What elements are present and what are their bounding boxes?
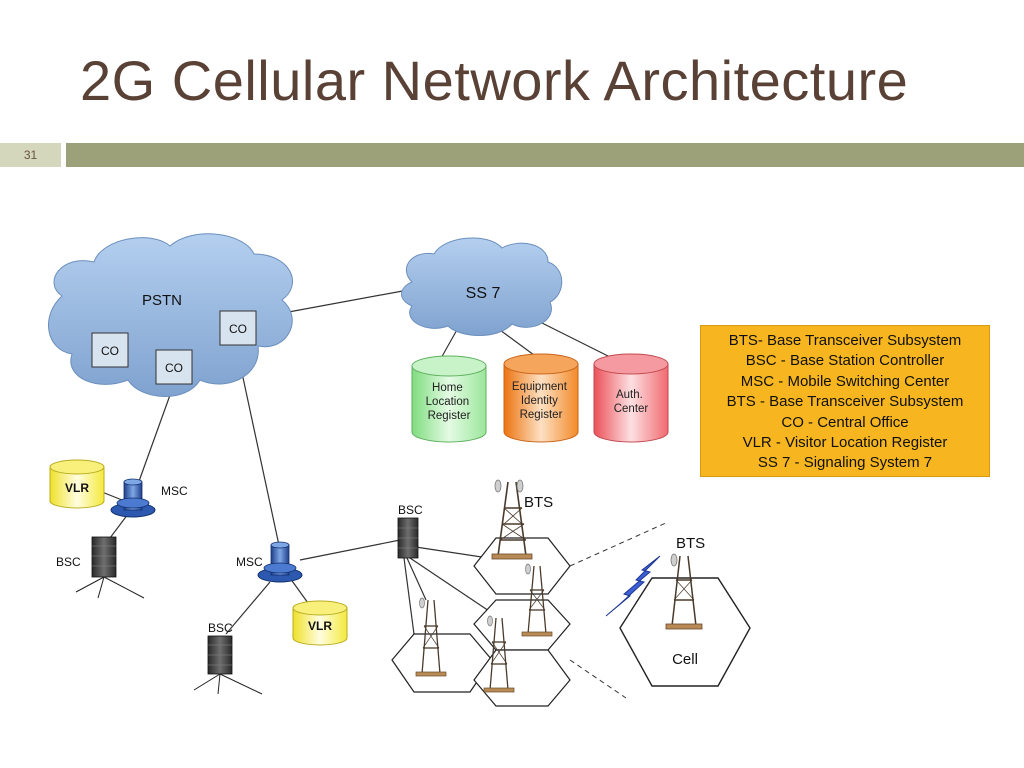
hlr-label-line: Home: [432, 382, 463, 394]
bsc-label: BSC: [208, 621, 233, 635]
auth-center-db: Auth. Center: [593, 353, 669, 443]
msc-label: MSC: [236, 555, 263, 569]
link-msc2-bsc3: [225, 581, 271, 635]
vlr-label: VLR: [308, 619, 332, 633]
legend-box: BTS- Base Transceiver Subsystem BSC - Ba…: [700, 325, 990, 477]
cell-hexagon-zoomed: Cell: [619, 577, 751, 687]
hlr-label-line: Register: [428, 410, 471, 422]
bsc-unit-3: BSC: [193, 621, 263, 695]
ss7-cloud: SS 7: [401, 237, 563, 336]
link-msc2-bsc2: [299, 539, 401, 561]
slide-number-box: [0, 143, 61, 167]
bts-tower-zoomed: [665, 553, 703, 630]
legend-line: BSC - Base Station Controller: [745, 352, 945, 370]
eir-label-line: Register: [520, 409, 563, 421]
slide-number: 31: [23, 148, 38, 162]
slide-title: 2G Cellular Network Architecture: [80, 49, 909, 112]
central-office-1: CO: [91, 332, 129, 368]
link-msc2-vlr2: [289, 577, 309, 604]
bts-tower-small-3: [483, 615, 515, 693]
bsc-unit-2: BSC: [397, 503, 423, 559]
link-co3-msc2: [235, 344, 281, 551]
legend-line: SS 7 - Signaling System 7: [757, 454, 933, 472]
link-msc1-bsc1: [109, 513, 129, 539]
central-office-3: CO: [219, 310, 257, 346]
bts-tower-small-1: [521, 563, 553, 637]
link-ss7-hlr: [439, 327, 459, 361]
msc-label: MSC: [161, 484, 188, 498]
legend-line: VLR - Visitor Location Register: [742, 434, 948, 452]
title-divider-bar: [66, 143, 1024, 167]
vlr-label: VLR: [65, 481, 89, 495]
home-location-register-db: Home Location Register: [411, 355, 487, 443]
eir-label-line: Equipment: [512, 381, 568, 393]
central-office-2: CO: [155, 349, 193, 385]
bts-tower-main: [491, 479, 533, 560]
msc-switch-1: MSC: [110, 478, 188, 518]
ss7-label: SS 7: [466, 285, 501, 302]
svg-text:Equipment Identity: Equipment Identity Register: [512, 381, 570, 421]
bts-label: BTS: [676, 535, 705, 552]
bts-tower-small-2: [415, 597, 447, 677]
link-bsc2-bts4: [409, 557, 496, 616]
link-co2-msc1: [137, 383, 175, 485]
auc-label-line: Center: [614, 403, 649, 415]
zoom-indicator-lines: [569, 521, 669, 699]
legend-line: BTS - Base Transceiver Subsystem: [726, 393, 964, 411]
bsc-label: BSC: [398, 503, 423, 517]
lightning-bolt-icon: [605, 555, 661, 617]
eir-label-line: Identity: [521, 395, 558, 407]
svg-text:Auth. Center: Auth. Center: [614, 389, 649, 415]
bts-label: BTS: [524, 494, 553, 511]
bsc-label: BSC: [56, 555, 81, 569]
hlr-label-line: Location: [426, 396, 469, 408]
link-bsc2-bts2: [406, 557, 427, 601]
legend-line: BTS- Base Transceiver Subsystem: [728, 332, 962, 349]
link-ss7-auc: [535, 319, 613, 359]
msc-switch-2: MSC: [236, 541, 303, 583]
cell-cluster: [391, 537, 571, 707]
vlr-database-1: VLR: [49, 459, 105, 509]
central-office-label: CO: [101, 344, 119, 358]
legend-line: MSC - Mobile Switching Center: [740, 372, 950, 390]
equipment-identity-register-db: Equipment Identity Register: [503, 353, 579, 443]
central-office-label: CO: [165, 361, 183, 375]
vlr-database-2: VLR: [292, 600, 348, 646]
svg-text:Home Location Regi: Home Location Register: [426, 382, 473, 422]
legend-line: CO - Central Office: [781, 413, 909, 431]
cell-hexagon: [473, 537, 571, 595]
bsc-unit-1: BSC: [56, 536, 145, 599]
central-office-label: CO: [229, 322, 247, 336]
cell-label: Cell: [672, 651, 698, 668]
link-ss7-eir: [499, 329, 539, 359]
pstn-label: PSTN: [142, 292, 182, 309]
auc-label-line: Auth.: [616, 389, 643, 401]
